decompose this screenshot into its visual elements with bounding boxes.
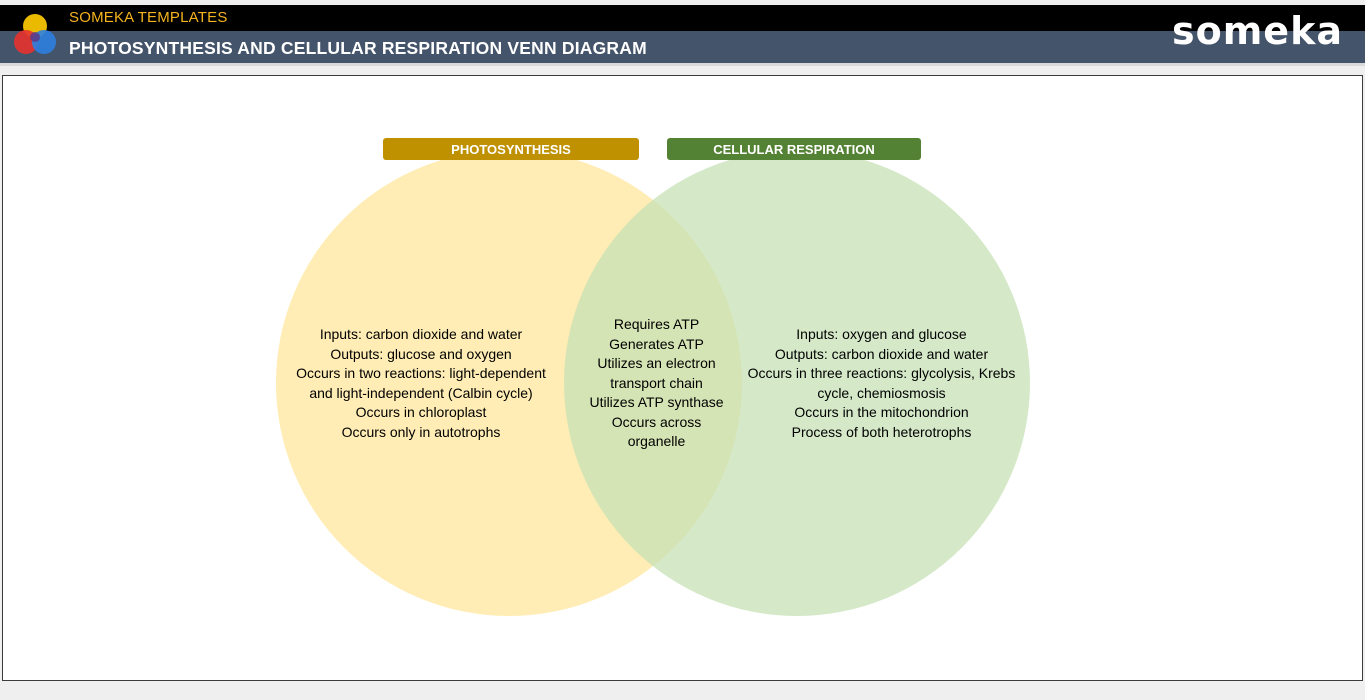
sheet-footer bbox=[0, 684, 1365, 700]
photosynthesis-label: PHOTOSYNTHESIS bbox=[383, 138, 639, 160]
region-item: Utilizes an electron bbox=[597, 355, 716, 371]
header-divider bbox=[0, 63, 1365, 66]
venn-diagram bbox=[276, 150, 1030, 616]
region-item: Utilizes ATP synthase bbox=[589, 394, 724, 410]
region-item: Occurs in the mitochondrion bbox=[794, 404, 969, 420]
region-item: Occurs in chloroplast bbox=[355, 404, 487, 420]
region-item: cycle, chemiosmosis bbox=[817, 384, 946, 401]
page-title: PHOTOSYNTHESIS AND CELLULAR RESPIRATION … bbox=[69, 38, 647, 58]
region-item: Occurs across bbox=[611, 413, 702, 430]
region-item: transport chain bbox=[610, 374, 703, 391]
cellular-respiration-label: CELLULAR RESPIRATION bbox=[667, 138, 921, 160]
region-item: Requires ATP bbox=[613, 316, 700, 332]
photosynthesis-only-region: Inputs: carbon dioxide and water Outputs… bbox=[271, 325, 571, 442]
venn-diagram-panel: PHOTOSYNTHESIS CELLULAR RESPIRATION Inpu… bbox=[2, 75, 1363, 681]
brand-subtitle: SOMEKA TEMPLATES bbox=[69, 9, 228, 26]
header-top-bar bbox=[0, 5, 1365, 31]
region-item: Inputs: oxygen and glucose bbox=[796, 326, 967, 342]
region-item: Occurs in three reactions: glycolysis, K… bbox=[747, 365, 1016, 381]
someka-logo[interactable]: someka bbox=[1171, 9, 1343, 53]
region-item: Generates ATP bbox=[609, 335, 704, 352]
cellular-respiration-only-region: Inputs: oxygen and glucose Outputs: carb… bbox=[729, 325, 1034, 442]
region-item: and light-independent (Calbin cycle) bbox=[309, 384, 533, 401]
region-item: Process of both heterotrophs bbox=[791, 423, 972, 440]
region-item: Occurs only in autotrophs bbox=[341, 423, 501, 440]
region-item: Inputs: carbon dioxide and water bbox=[319, 326, 523, 342]
region-item: organelle bbox=[627, 433, 686, 449]
region-item: Outputs: carbon dioxide and water bbox=[774, 345, 989, 362]
region-item: Occurs in two reactions: light-dependent bbox=[296, 365, 546, 381]
intersection-region: Requires ATP Generates ATP Utilizes an e… bbox=[574, 315, 739, 452]
header-title-bar bbox=[0, 31, 1365, 63]
color-wheel-icon bbox=[14, 14, 56, 54]
region-item: Outputs: glucose and oxygen bbox=[330, 345, 512, 362]
cellular-respiration-circle bbox=[564, 150, 1030, 616]
